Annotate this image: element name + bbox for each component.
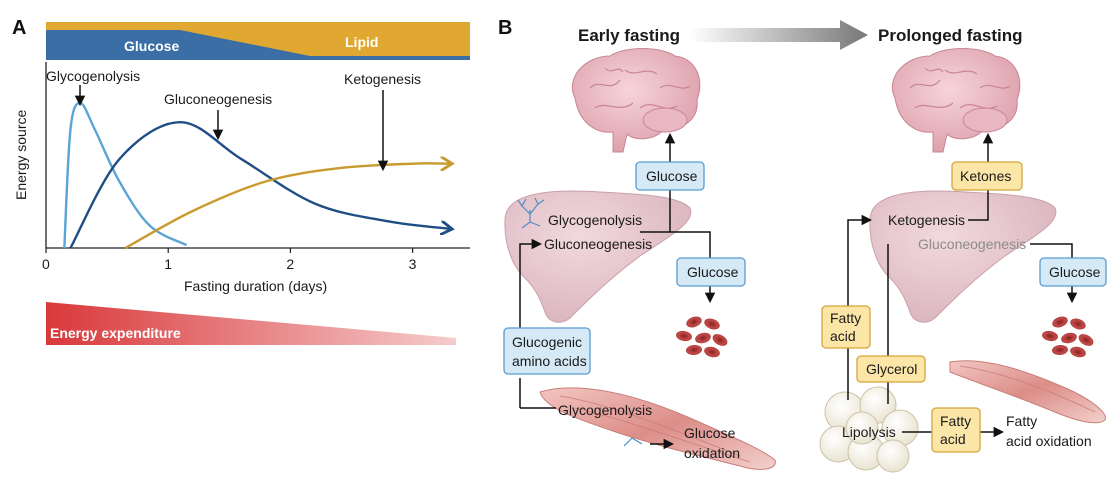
- ketogenesis-curve-label: Ketogenesis: [344, 71, 421, 87]
- ketogenesis-series-line: [124, 163, 449, 250]
- energy-expenditure-wedge: [46, 302, 456, 345]
- prolonged-fasting-title: Prolonged fasting: [878, 26, 1023, 45]
- fatty-acid-vertical-line2: acid: [830, 328, 856, 344]
- muscle-glycogenolysis-label: Glycogenolysis: [558, 402, 652, 418]
- fatty-acid-horizontal-line1: Fatty: [940, 413, 971, 429]
- liver-gluconeogenesis-label: Gluconeogenesis: [544, 236, 652, 252]
- liver-glycogenolysis-label: Glycogenolysis: [548, 212, 642, 228]
- fatty-acid-oxidation-label-line1: Fatty: [1006, 413, 1037, 429]
- fatty-acid-to-ketogenesis-arrow: [847, 214, 873, 306]
- gluconeogenesis-faded-label: Gluconeogenesis: [918, 236, 1026, 252]
- glucose-oxidation-label-line1: Glucose: [684, 425, 736, 441]
- lipid-bar-label: Lipid: [345, 34, 378, 50]
- x-ticks: 0 1 2 3: [42, 248, 417, 272]
- progression-arrow: [690, 20, 868, 50]
- glycogenolysis-curve-label: Glycogenolysis: [46, 68, 140, 84]
- glycerol-label: Glycerol: [866, 361, 917, 377]
- glucogenic-amino-acids-box: Glucogenic amino acids: [503, 327, 591, 375]
- glucose-bar-label: Glucose: [124, 38, 179, 54]
- glucose-to-brain-label: Glucose: [646, 168, 698, 184]
- fatty-acid-vertical-line1: Fatty: [830, 310, 861, 326]
- x-tick-label: 3: [409, 256, 417, 272]
- panel-a-letter: A: [12, 17, 26, 39]
- panel-b-letter: B: [498, 17, 512, 39]
- red-blood-cells-prolonged: [1042, 316, 1094, 358]
- adipocytes-illustration: [819, 386, 919, 473]
- ketones-label: Ketones: [960, 168, 1011, 184]
- gluconeogenesis-curve-label: Gluconeogenesis: [164, 91, 272, 107]
- ketogenesis-to-ketones-line: [968, 190, 989, 221]
- glucose-to-brain-box: Glucose: [635, 161, 705, 191]
- glycogen-icon-liver: [517, 197, 545, 229]
- amino-acids-label-line1: Glucogenic: [512, 334, 582, 350]
- muscle-illustration-early: [539, 387, 776, 470]
- x-tick-label: 0: [42, 256, 50, 272]
- fatty-acid-oxidation-label-line2: acid oxidation: [1006, 433, 1092, 449]
- glucose-to-rbc-box-early: Glucose: [676, 257, 746, 287]
- fatty-acid-horizontal-line2: acid: [940, 431, 966, 447]
- glucose-to-rbc-box-prolonged: Glucose: [1039, 257, 1107, 287]
- brain-illustration-early: [572, 48, 701, 153]
- fatty-acid-box-horizontal: Fatty acid: [931, 407, 981, 453]
- ketones-box: Ketones: [951, 161, 1023, 191]
- red-blood-cells-early: [676, 316, 728, 358]
- liver-illustration-prolonged: [869, 190, 1057, 323]
- lipolysis-label: Lipolysis: [842, 424, 896, 440]
- glucose-to-rbc-label-prolonged: Glucose: [1049, 264, 1101, 280]
- gluconeogenesis-series-line: [69, 120, 449, 249]
- glycogenolysis-series-line: [63, 101, 188, 249]
- brain-illustration-prolonged: [892, 48, 1021, 153]
- glucose-oxidation-label-line2: oxidation: [684, 445, 740, 461]
- x-axis-label: Fasting duration (days): [184, 278, 327, 294]
- x-tick-label: 1: [164, 256, 172, 272]
- glucose-to-rbc-label-early: Glucose: [687, 264, 739, 280]
- chart-series: [63, 101, 449, 250]
- amino-to-gluconeogenesis-arrow: [519, 238, 543, 330]
- energy-source-bar: Glucose Lipid: [46, 22, 470, 60]
- x-tick-label: 2: [286, 256, 294, 272]
- amino-acids-label-line2: amino acids: [512, 353, 587, 369]
- fatty-acid-box-vertical: Fatty acid: [821, 305, 871, 349]
- muscle-illustration-prolonged: [949, 360, 1106, 424]
- energy-expenditure-label: Energy expenditure: [50, 325, 181, 341]
- ketogenesis-label: Ketogenesis: [888, 212, 965, 228]
- early-fasting-title: Early fasting: [578, 26, 680, 45]
- glycerol-box: Glycerol: [856, 355, 926, 383]
- y-axis-label: Energy source: [13, 110, 29, 200]
- chart-axes: [45, 62, 470, 249]
- liver-illustration-early: [504, 190, 692, 323]
